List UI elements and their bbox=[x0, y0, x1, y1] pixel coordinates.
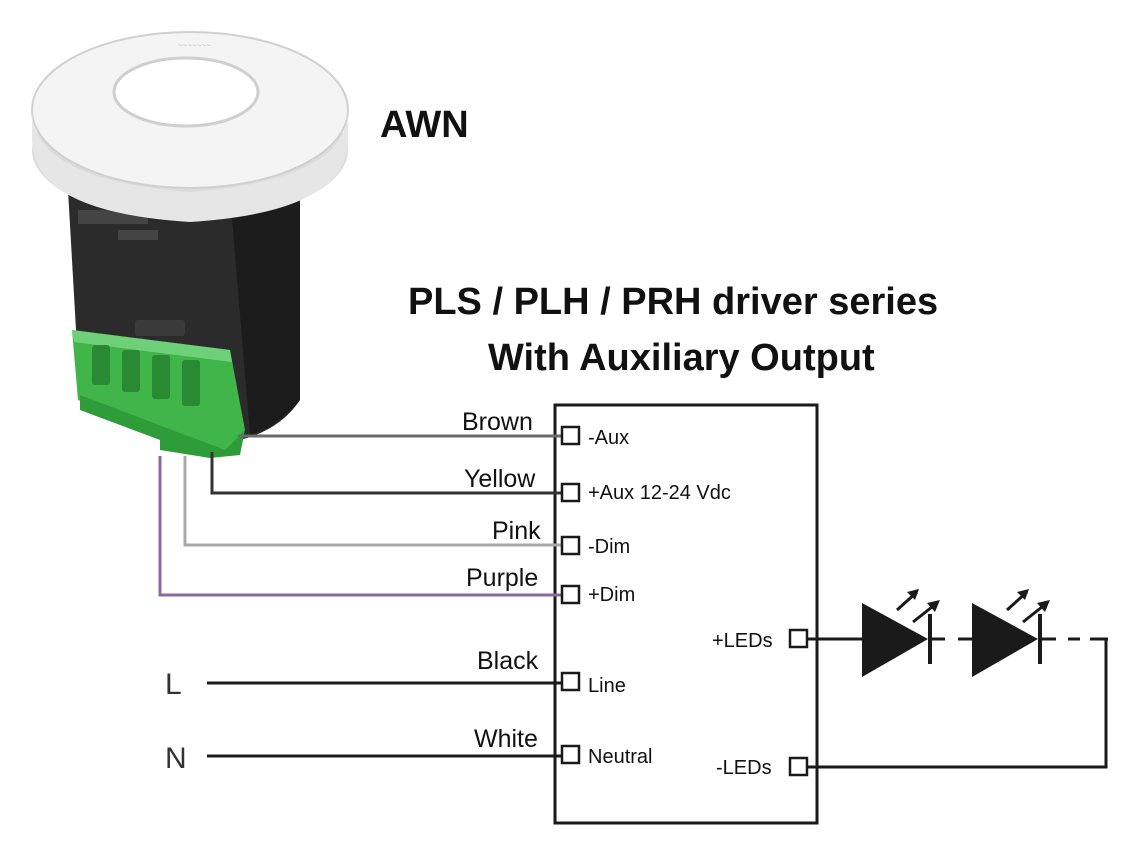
terminal-label-leds-minus: -LEDs bbox=[716, 757, 772, 779]
led-diode-icon bbox=[862, 603, 928, 677]
terminal-label-neutral: Neutral bbox=[588, 746, 652, 768]
diagram-title-line1: PLS / PLH / PRH driver series bbox=[408, 281, 938, 323]
terminal-label-dim-plus: +Dim bbox=[588, 584, 635, 606]
led-emission-arrow-head bbox=[1037, 600, 1050, 612]
wire-purple bbox=[158, 456, 562, 597]
terminal-box-aux-plus bbox=[560, 482, 581, 503]
terminal-label-aux-minus: -Aux bbox=[588, 427, 629, 449]
wire-pink bbox=[183, 456, 562, 547]
diagram-title-line2: With Auxiliary Output bbox=[488, 337, 875, 379]
wire-label-brown: Brown bbox=[462, 408, 533, 436]
terminal-block-front bbox=[80, 395, 245, 458]
mains-neutral-label: N bbox=[165, 742, 187, 775]
terminal-box-leds-minus bbox=[788, 756, 809, 777]
wire-label-black: Black bbox=[477, 647, 539, 675]
led-return-wire bbox=[807, 638, 1108, 769]
terminal-label-aux-plus: +Aux 12-24 Vdc bbox=[588, 482, 731, 504]
terminal-screw bbox=[92, 345, 110, 385]
sensor-body-shade bbox=[230, 190, 300, 435]
terminal-box-dim-minus bbox=[560, 535, 581, 556]
terminal-box-aux-minus bbox=[560, 425, 581, 446]
terminal-label-dim-minus: -Dim bbox=[588, 536, 630, 558]
mains-line-label: L bbox=[165, 668, 182, 701]
sensor-body-slot bbox=[135, 320, 185, 336]
sensor-cap-side bbox=[32, 110, 348, 222]
terminal-label-line: Line bbox=[588, 675, 626, 697]
wire-label-pink: Pink bbox=[492, 517, 541, 545]
led-emission-arrow-head bbox=[1017, 589, 1029, 600]
terminal-box-leds-plus bbox=[788, 628, 809, 649]
sensor-lens bbox=[112, 56, 260, 128]
driver-box bbox=[553, 403, 819, 825]
terminal-screw bbox=[122, 350, 140, 392]
led-diode-icon bbox=[972, 603, 1038, 677]
sensor-illustration: ~~~~~~~ bbox=[31, 31, 349, 458]
sensor-brand-mark: ~~~~~~~ bbox=[178, 41, 211, 50]
terminal-label-leds-plus: +LEDs bbox=[712, 630, 773, 652]
terminal-screw bbox=[152, 355, 170, 399]
led-emission-arrow-head bbox=[927, 600, 940, 612]
terminal-screw bbox=[182, 360, 200, 406]
terminal-box-dim-plus bbox=[560, 584, 581, 605]
sensor-body-slot bbox=[118, 230, 158, 240]
led-emission-arrow-head bbox=[907, 589, 919, 600]
wire-label-white: White bbox=[474, 725, 538, 753]
led-string bbox=[807, 589, 1108, 769]
wire-yellow bbox=[210, 452, 562, 495]
wire-label-yellow: Yellow bbox=[464, 465, 536, 493]
product-name: AWN bbox=[380, 104, 469, 146]
terminal-box-line bbox=[560, 671, 581, 692]
terminal-block-shade bbox=[72, 330, 232, 362]
terminal-box-neutral bbox=[560, 744, 581, 765]
wire-label-purple: Purple bbox=[466, 564, 538, 592]
